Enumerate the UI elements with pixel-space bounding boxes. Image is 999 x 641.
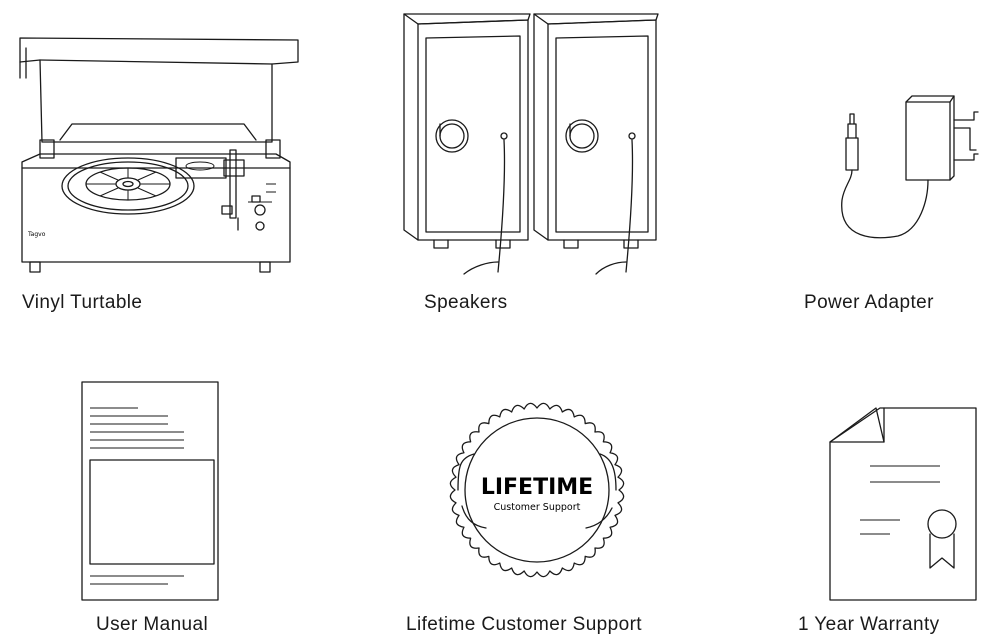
- speakers-icon: [403, 13, 659, 275]
- brand-mark: Tagvo: [27, 231, 46, 238]
- lifetime-badge-icon: LIFETIME Customer Support: [449, 402, 625, 578]
- item-label-turntable: Vinyl Turtable: [22, 292, 143, 313]
- item-adapter: Power Adapter: [780, 0, 999, 320]
- item-support: LIFETIME Customer Support Lifetime Custo…: [400, 370, 690, 641]
- item-label-manual: User Manual: [96, 614, 209, 635]
- badge-title: LIFETIME: [481, 475, 593, 500]
- item-label-support: Lifetime Customer Support: [406, 614, 642, 635]
- item-warranty: 1 Year Warranty: [790, 370, 999, 641]
- item-turntable: Tagvo Vinyl Turtable: [0, 0, 320, 320]
- item-label-warranty: 1 Year Warranty: [798, 614, 940, 635]
- badge-subtitle: Customer Support: [494, 502, 581, 513]
- power-adapter-icon: [841, 95, 979, 239]
- item-label-speakers: Speakers: [424, 292, 508, 313]
- warranty-certificate-icon: [829, 407, 977, 601]
- user-manual-icon: [81, 381, 219, 601]
- item-speakers: Speakers: [390, 0, 670, 320]
- seal-edge: [449, 402, 625, 578]
- turntable-icon: Tagvo: [19, 37, 299, 273]
- item-label-adapter: Power Adapter: [804, 292, 934, 313]
- item-manual: User Manual: [40, 370, 260, 641]
